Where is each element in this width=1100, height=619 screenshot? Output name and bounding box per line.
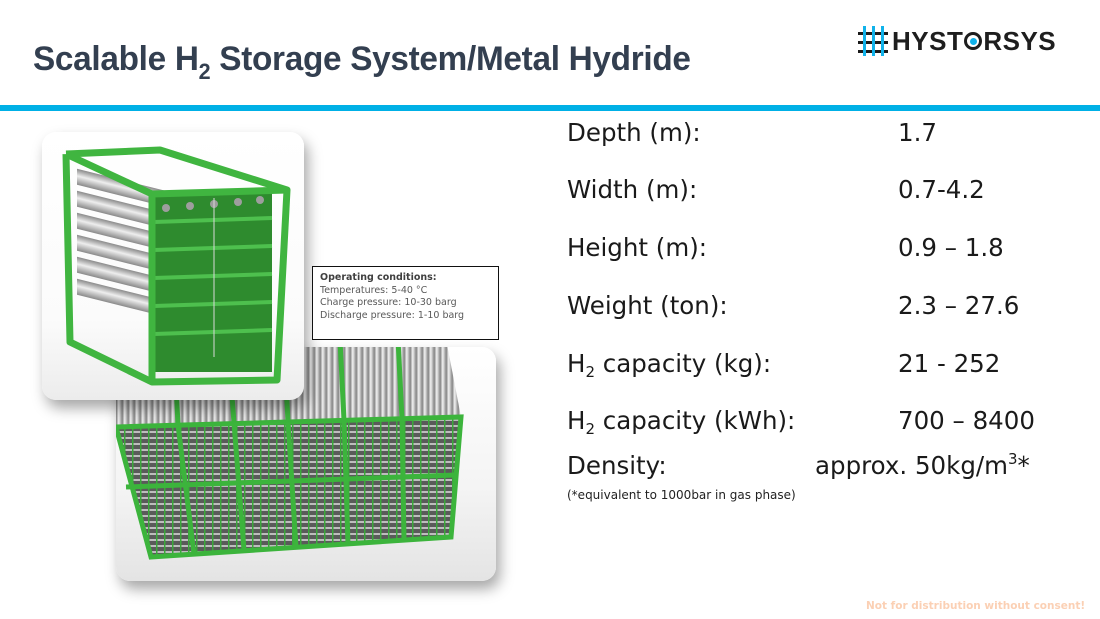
hystorsys-logo: HYST RSYS bbox=[858, 24, 1056, 58]
density-footnote: (*equivalent to 1000bar in gas phase) bbox=[567, 488, 796, 502]
spec-label: H2 capacity (kWh): bbox=[567, 406, 796, 438]
operating-conditions-heading: Operating conditions: bbox=[320, 272, 437, 283]
single-module-illustration bbox=[62, 146, 291, 386]
grid-logo-icon bbox=[858, 26, 888, 56]
spec-label-prefix: H bbox=[567, 349, 586, 378]
spec-label: H2 capacity (kg): bbox=[567, 349, 772, 381]
module-array-image bbox=[116, 347, 496, 581]
logo-o-dot-icon bbox=[964, 32, 983, 50]
spec-value: 0.7-4.2 bbox=[898, 175, 985, 204]
spec-label-prefix: H bbox=[567, 406, 586, 435]
spec-label-subscript: 2 bbox=[585, 363, 595, 381]
spec-value: 1.7 bbox=[898, 118, 937, 147]
spec-label: Weight (ton): bbox=[567, 291, 728, 320]
single-module-image bbox=[42, 132, 304, 400]
spec-value: 0.9 – 1.8 bbox=[898, 233, 1004, 262]
accent-divider bbox=[0, 105, 1100, 111]
slide-title: Scalable H2 Storage System/Metal Hydride bbox=[33, 40, 691, 83]
operating-condition-charge-pressure: Charge pressure: 10-30 barg bbox=[320, 297, 457, 308]
density-value: approx. 50kg/m3* bbox=[815, 451, 1030, 480]
operating-condition-discharge-pressure: Discharge pressure: 1-10 barg bbox=[320, 309, 465, 321]
title-text: Scalable H bbox=[33, 40, 199, 78]
operating-condition-temperature: Temperatures: 5-40 °C bbox=[320, 284, 428, 296]
operating-conditions-box: Operating conditions: Temperatures: 5-40… bbox=[312, 266, 499, 340]
logo-text-end: RSYS bbox=[983, 25, 1057, 56]
spec-label: Height (m): bbox=[567, 233, 708, 262]
density-superscript: 3 bbox=[1008, 450, 1018, 468]
mesh-face bbox=[116, 417, 461, 557]
spec-label: Depth (m): bbox=[567, 118, 701, 147]
density-asterisk: * bbox=[1017, 451, 1030, 480]
density-value-text: approx. 50kg/m bbox=[815, 451, 1008, 480]
spec-label-suffix: capacity (kWh): bbox=[594, 406, 796, 435]
title-subscript: 2 bbox=[198, 59, 211, 84]
spec-value: 2.3 – 27.6 bbox=[898, 291, 1020, 320]
spec-value: 700 – 8400 bbox=[898, 406, 1035, 435]
spec-label: Width (m): bbox=[567, 175, 698, 204]
spec-value: 21 - 252 bbox=[898, 349, 1001, 378]
density-label: Density: bbox=[567, 451, 667, 480]
spec-label-subscript: 2 bbox=[585, 420, 595, 438]
distribution-disclaimer: Not for distribution without consent! bbox=[866, 600, 1086, 612]
logo-wordmark: HYST RSYS bbox=[892, 26, 1056, 57]
spec-label-suffix: capacity (kg): bbox=[594, 349, 772, 378]
title-text-rest: Storage System/Metal Hydride bbox=[210, 40, 691, 78]
logo-text-start: HYST bbox=[892, 25, 964, 56]
